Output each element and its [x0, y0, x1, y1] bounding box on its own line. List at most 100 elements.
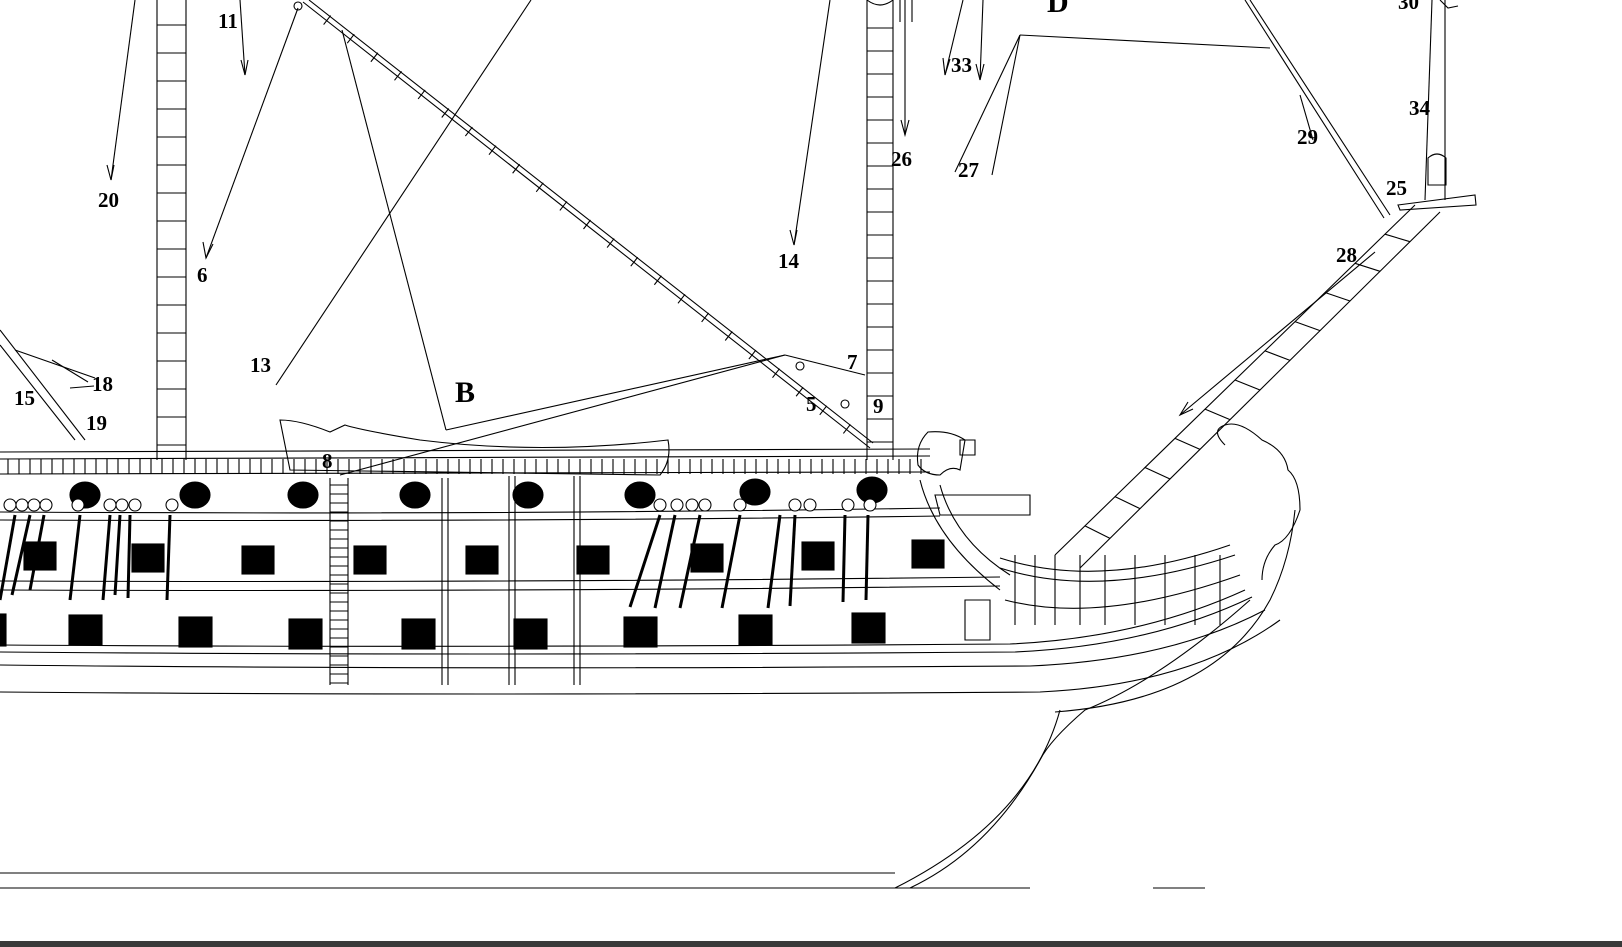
upper-gunport	[624, 481, 656, 509]
label-14: 14	[778, 249, 800, 273]
label-26: 26	[891, 147, 912, 171]
upper-gunport	[399, 481, 431, 509]
cannonball	[863, 498, 877, 512]
cannonball	[115, 498, 129, 512]
yard-tick	[795, 386, 804, 397]
label-19: 19	[86, 411, 107, 435]
lower-gunport	[623, 616, 658, 648]
middle-gunport	[576, 545, 610, 575]
bowsprit-band	[1324, 291, 1351, 302]
sweep	[788, 514, 797, 607]
upper-gunport	[739, 478, 771, 506]
yard-tick	[772, 368, 780, 379]
sweep	[0, 514, 17, 601]
cannonball	[39, 498, 53, 512]
yard-tick	[583, 219, 591, 230]
rigging	[0, 0, 1391, 476]
sweep	[864, 514, 870, 601]
cannonball	[653, 498, 667, 512]
lower-gunport	[851, 612, 886, 644]
yard-tick	[417, 89, 426, 100]
bowsprit	[1054, 194, 1477, 569]
cannonball	[103, 498, 117, 512]
fore-mast-hoops	[867, 27, 893, 443]
bowsprit-bands	[1084, 233, 1411, 539]
cannonball	[3, 498, 17, 512]
upper-gunport	[287, 481, 319, 509]
round-shot	[3, 498, 877, 512]
cannonball	[685, 498, 699, 512]
yard-tick	[559, 201, 568, 211]
boarding-ladder	[329, 478, 349, 685]
cannonball	[788, 498, 802, 512]
bowsprit-band	[1294, 321, 1321, 332]
yard-tick	[842, 424, 851, 434]
cannonball	[670, 498, 684, 512]
lower-gunport	[738, 614, 773, 646]
label-18: 18	[92, 372, 113, 396]
label-27: 27	[958, 158, 979, 182]
middle-gunport	[801, 541, 835, 571]
bowsprit-band	[1264, 350, 1291, 361]
lower-gunport	[68, 614, 103, 646]
sweep	[10, 514, 32, 596]
label-9: 9	[873, 394, 884, 418]
middle-gunport	[353, 545, 387, 575]
frame-border	[0, 941, 1622, 947]
callout-labels: 11 20 6 13 15 18 19 8 B 14 7 5 9 26 33 2…	[14, 0, 1431, 473]
bowsprit-band	[1144, 467, 1171, 480]
lower-gunport	[178, 616, 213, 648]
middle-gunport	[241, 545, 275, 575]
yard-tick	[464, 126, 473, 137]
upper-gunport	[512, 481, 544, 509]
bowsprit-band	[1084, 525, 1111, 539]
label-28: 28	[1336, 243, 1357, 267]
sweep	[766, 514, 782, 609]
cannonball	[733, 498, 747, 512]
cannonball	[165, 498, 179, 512]
sweep	[113, 514, 122, 596]
lower-gunport	[0, 613, 7, 647]
yard-tick	[535, 182, 544, 193]
bowsprit-band	[1354, 262, 1381, 272]
label-7: 7	[847, 350, 858, 374]
sweep	[720, 514, 742, 609]
middle-gunport	[911, 539, 945, 569]
label-29: 29	[1297, 125, 1318, 149]
yard-tick	[701, 312, 710, 323]
yard-tick	[677, 293, 686, 304]
yard-tick	[512, 163, 521, 174]
yard-tick	[370, 52, 379, 63]
sweep	[68, 514, 82, 601]
yard-ticks	[323, 15, 851, 434]
label-33: 33	[951, 53, 972, 77]
sweep	[126, 514, 132, 599]
label-13: 13	[250, 353, 271, 377]
cannonball	[803, 498, 817, 512]
yard-tick	[630, 256, 639, 267]
bowsprit-band	[1234, 379, 1261, 391]
label-11: 11	[218, 9, 238, 33]
middle-gunport	[23, 541, 57, 571]
yard-tick	[748, 349, 757, 360]
sweep	[628, 514, 662, 608]
label-20: 20	[98, 188, 119, 212]
bulwark-stanchions	[7, 459, 922, 474]
label-15: 15	[14, 386, 35, 410]
gunports	[0, 476, 945, 650]
bowsprit-band	[1174, 437, 1201, 450]
sweep	[841, 514, 847, 603]
fore-mast	[866, 0, 913, 460]
cannonball	[27, 498, 41, 512]
yard-tick	[606, 238, 615, 248]
label-34: 34	[1409, 96, 1431, 120]
cannonball	[71, 498, 85, 512]
leader-arrows	[51, 0, 1376, 417]
yard-tick	[819, 405, 828, 416]
label-5: 5	[806, 392, 817, 416]
yard-tick	[323, 15, 332, 25]
spritsail-topmast	[1424, 0, 1459, 201]
label-25: 25	[1386, 176, 1407, 200]
hull	[0, 419, 1301, 889]
